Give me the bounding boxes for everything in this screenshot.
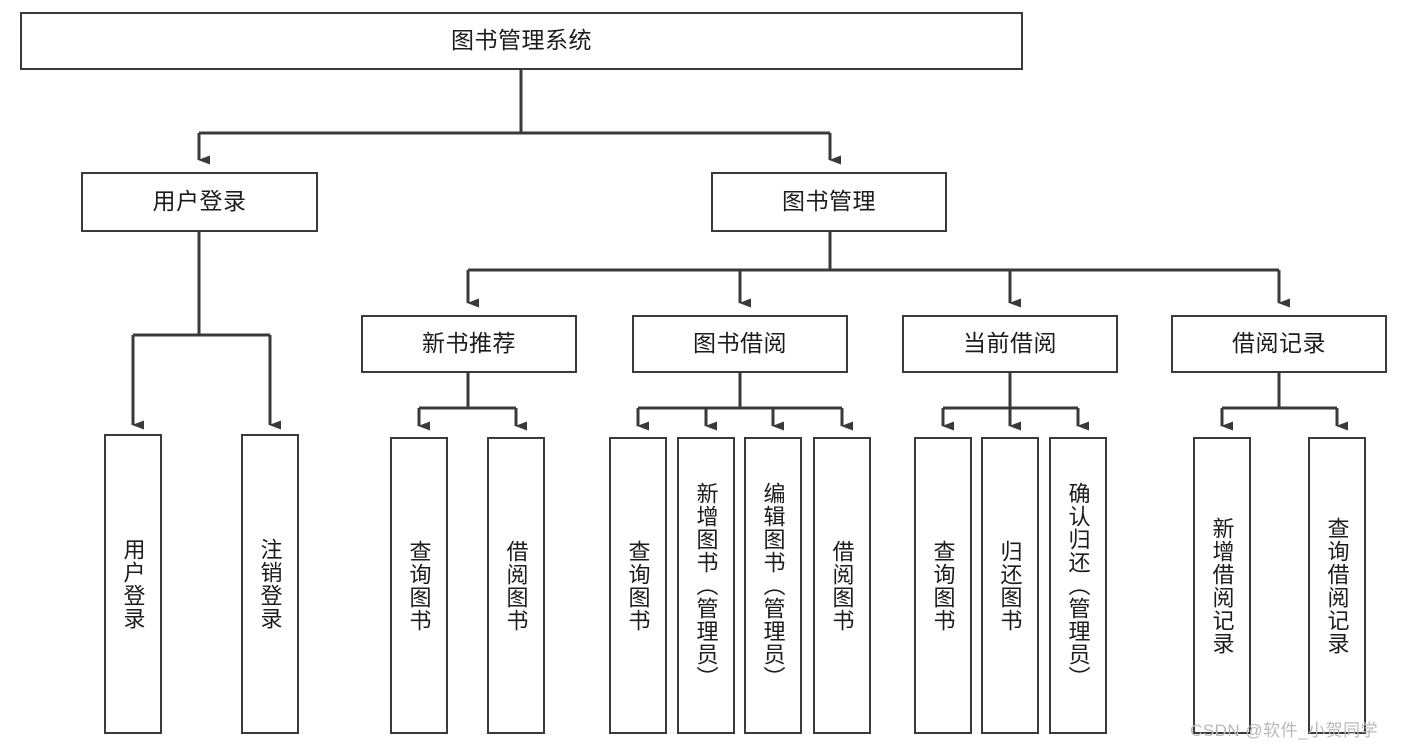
connectors <box>131 70 1348 431</box>
leaf-label: 查询图书 <box>930 539 956 632</box>
leaf-current-query-book[interactable]: 查询图书 <box>914 437 972 734</box>
leaf-label: 新增图书（管理员） <box>693 482 719 689</box>
leaf-new-book-borrow[interactable]: 借阅图书 <box>487 437 545 734</box>
node-root-library-system[interactable]: 图书管理系统 <box>20 12 1023 70</box>
leaf-borrow-query-book[interactable]: 查询图书 <box>609 437 667 734</box>
node-book-management[interactable]: 图书管理 <box>711 172 947 232</box>
node-label: 当前借阅 <box>963 330 1057 357</box>
leaf-label: 查询图书 <box>406 539 432 632</box>
leaf-label: 确认归还（管理员） <box>1065 482 1091 689</box>
node-current-borrow[interactable]: 当前借阅 <box>902 315 1118 373</box>
leaf-label: 用户登录 <box>120 538 146 630</box>
node-borrow-record[interactable]: 借阅记录 <box>1171 315 1387 373</box>
node-label: 用户登录 <box>152 188 247 215</box>
node-label: 新书推荐 <box>422 330 516 357</box>
leaf-label: 注销登录 <box>257 538 283 630</box>
leaf-current-return-book[interactable]: 归还图书 <box>981 437 1039 734</box>
leaf-new-book-query[interactable]: 查询图书 <box>390 437 448 734</box>
leaf-label: 归还图书 <box>997 539 1023 632</box>
leaf-label: 借阅图书 <box>829 539 855 632</box>
leaf-record-query-record[interactable]: 查询借阅记录 <box>1308 437 1366 734</box>
node-book-borrow[interactable]: 图书借阅 <box>632 315 848 373</box>
leaf-borrow-edit-book-admin[interactable]: 编辑图书（管理员） <box>744 437 802 734</box>
leaf-label: 编辑图书（管理员） <box>760 482 786 689</box>
leaf-user-login-login[interactable]: 用户登录 <box>104 434 162 734</box>
node-new-book-recommend[interactable]: 新书推荐 <box>361 315 577 373</box>
leaf-label: 查询借阅记录 <box>1324 516 1350 655</box>
node-label: 图书管理系统 <box>451 27 592 54</box>
leaf-record-add-record[interactable]: 新增借阅记录 <box>1193 437 1251 734</box>
leaf-label: 借阅图书 <box>503 539 529 632</box>
leaf-label: 新增借阅记录 <box>1209 516 1235 655</box>
leaf-current-confirm-return-admin[interactable]: 确认归还（管理员） <box>1049 437 1107 734</box>
node-user-login[interactable]: 用户登录 <box>81 172 318 232</box>
node-label: 借阅记录 <box>1232 330 1326 357</box>
node-label: 图书借阅 <box>693 330 787 357</box>
leaf-borrow-add-book-admin[interactable]: 新增图书（管理员） <box>677 437 735 734</box>
node-label: 图书管理 <box>782 188 876 215</box>
leaf-label: 查询图书 <box>625 539 651 632</box>
leaf-borrow-borrow-book[interactable]: 借阅图书 <box>813 437 871 734</box>
leaf-user-login-logout[interactable]: 注销登录 <box>241 434 299 734</box>
